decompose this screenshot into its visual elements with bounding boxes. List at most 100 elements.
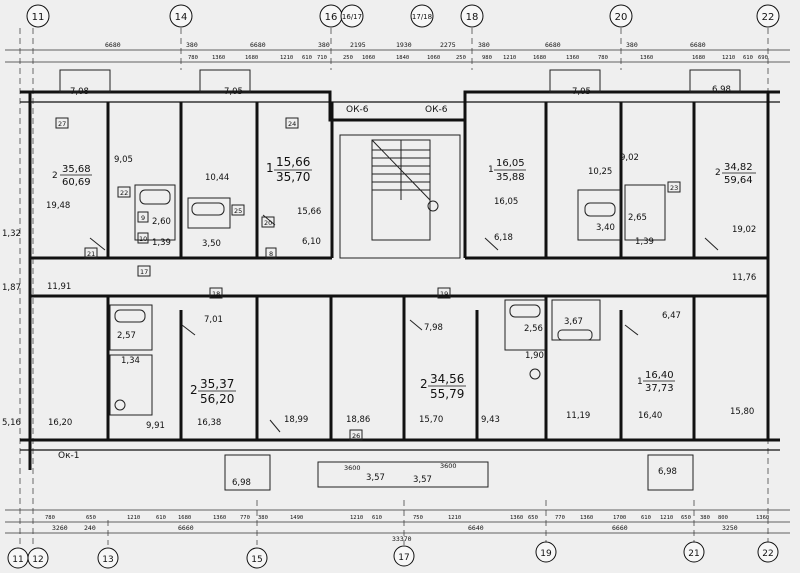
window-label: ОК-6: [346, 105, 369, 115]
svg-text:770: 770: [555, 515, 565, 521]
axis-label: 17: [398, 553, 409, 563]
axis-label: 22: [762, 12, 775, 23]
axis-marker-top-20: 20: [609, 4, 633, 28]
axis-marker-top-16: 16: [319, 4, 343, 28]
dim-label: 6680: [545, 41, 561, 49]
svg-text:1,32: 1,32: [2, 229, 21, 239]
axis-marker-top-16-17: 16/17: [340, 4, 364, 28]
svg-text:2,57: 2,57: [117, 331, 136, 341]
svg-text:1360: 1360: [213, 515, 226, 521]
svg-text:1840: 1840: [396, 55, 409, 61]
svg-text:6660: 6660: [612, 524, 628, 532]
corridor-walls: [30, 256, 768, 298]
svg-text:3,57: 3,57: [366, 473, 385, 483]
svg-text:19: 19: [440, 290, 448, 298]
svg-text:800: 800: [718, 515, 728, 521]
svg-text:6,10: 6,10: [302, 237, 321, 247]
balconies: [59, 69, 741, 491]
svg-text:15,80: 15,80: [730, 407, 754, 417]
svg-text:15,70: 15,70: [419, 415, 443, 425]
svg-text:1680: 1680: [178, 515, 191, 521]
axis-label: 21: [688, 549, 699, 559]
svg-text:22: 22: [120, 189, 128, 197]
axis-label: 17/18: [412, 13, 432, 21]
door-swings: [89, 214, 719, 433]
svg-text:21: 21: [87, 250, 95, 258]
svg-text:1210: 1210: [660, 515, 673, 521]
svg-text:10: 10: [139, 235, 147, 243]
axis-label: 16/17: [342, 13, 362, 21]
svg-text:16,40: 16,40: [645, 370, 674, 381]
svg-text:6,98: 6,98: [658, 467, 677, 477]
svg-text:1,87: 1,87: [2, 283, 21, 293]
svg-text:3,50: 3,50: [202, 239, 221, 249]
dim-label: 2275: [440, 41, 456, 49]
stair-treads: [371, 139, 431, 201]
apartment-label-4: 2 34,82 59,64: [715, 162, 756, 186]
svg-text:2: 2: [190, 383, 198, 397]
svg-text:3,57: 3,57: [413, 475, 432, 485]
svg-text:1680: 1680: [692, 55, 705, 61]
dim-label: 2195: [350, 41, 366, 49]
svg-text:34,56: 34,56: [430, 372, 464, 386]
svg-text:56,20: 56,20: [200, 392, 234, 406]
axis-marker-top-14: 14: [169, 4, 193, 28]
svg-text:1680: 1680: [533, 55, 546, 61]
dim-label: 380: [186, 41, 198, 49]
svg-text:34,82: 34,82: [724, 162, 753, 173]
svg-text:16,05: 16,05: [494, 197, 518, 207]
svg-text:1360: 1360: [212, 55, 225, 61]
svg-text:1210: 1210: [127, 515, 140, 521]
svg-text:8: 8: [269, 250, 273, 258]
axis-label: 11: [12, 555, 23, 565]
svg-text:7,08: 7,08: [70, 87, 89, 97]
svg-text:610: 610: [743, 55, 753, 61]
svg-text:2,60: 2,60: [152, 217, 171, 227]
svg-text:2: 2: [715, 168, 721, 178]
axis-marker-bottom-21: 21: [683, 541, 705, 563]
svg-text:1060: 1060: [362, 55, 375, 61]
axis-label: 14: [175, 12, 188, 23]
svg-text:6,98: 6,98: [712, 85, 731, 95]
stairwell: [339, 134, 461, 259]
svg-text:710: 710: [317, 55, 327, 61]
svg-text:980: 980: [482, 55, 492, 61]
svg-text:780: 780: [598, 55, 608, 61]
svg-text:1210: 1210: [350, 515, 363, 521]
apartment-label-6: 2 34,56 55,79: [420, 372, 466, 401]
svg-text:7,01: 7,01: [204, 315, 223, 325]
dim-label: 380: [626, 41, 638, 49]
svg-text:9: 9: [141, 214, 145, 222]
svg-text:1,90: 1,90: [525, 351, 544, 361]
axis-label: 11: [32, 12, 45, 23]
dimension-lines: [5, 49, 790, 534]
apartment-label-1: 2 35,68 60,69: [52, 164, 92, 188]
axis-marker-bottom-17: 17: [393, 545, 415, 567]
svg-text:27: 27: [58, 120, 66, 128]
svg-text:18: 18: [212, 290, 220, 298]
svg-text:18,86: 18,86: [346, 415, 370, 425]
svg-text:24: 24: [288, 120, 296, 128]
axis-label: 22: [762, 549, 773, 559]
svg-text:17: 17: [140, 268, 148, 276]
bathtub-icons: [114, 189, 616, 411]
svg-text:1360: 1360: [566, 55, 579, 61]
svg-text:610: 610: [641, 515, 651, 521]
svg-text:6,18: 6,18: [494, 233, 513, 243]
svg-text:60,69: 60,69: [62, 177, 91, 188]
svg-text:26: 26: [352, 432, 360, 440]
apartment-label-5: 2 35,37 56,20: [190, 377, 236, 406]
bottom-dimensions: 3260 240 6660 6640 6660 3250 33370: [52, 524, 738, 543]
node-tags: 27 24 22 23 25 20 21 17 18 19 26 8 9 10: [55, 117, 681, 441]
svg-text:1210: 1210: [503, 55, 516, 61]
svg-text:1: 1: [266, 161, 274, 175]
axis-label: 19: [540, 549, 552, 559]
axis-marker-bottom-11: 11: [7, 547, 29, 569]
dim-label: 380: [318, 41, 330, 49]
axis-marker-top-18: 18: [460, 4, 484, 28]
svg-text:35,68: 35,68: [62, 164, 91, 175]
svg-text:16,05: 16,05: [496, 158, 525, 169]
svg-text:10,44: 10,44: [205, 173, 229, 183]
svg-text:37,73: 37,73: [645, 383, 674, 394]
